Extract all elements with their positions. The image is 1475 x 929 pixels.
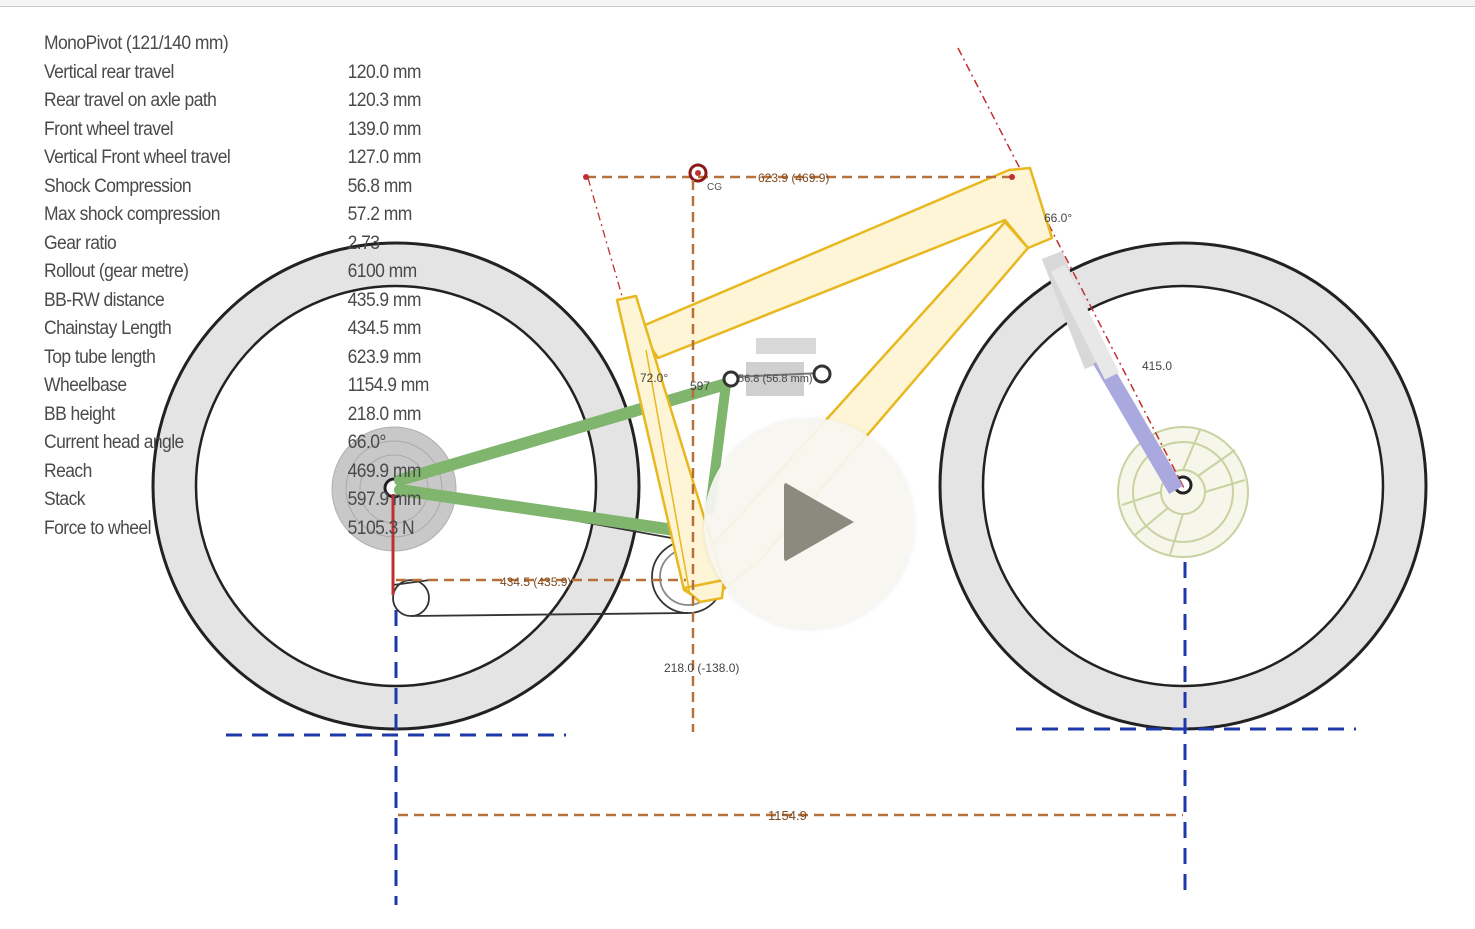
spec-label: Current head angle <box>44 432 184 453</box>
spec-value: 435.9 mm <box>347 289 422 311</box>
spec-row: Wheelbase 1154.9 mm <box>44 372 430 401</box>
spec-value: 139.0 mm <box>347 118 422 140</box>
steering-axis <box>957 47 1185 489</box>
spec-label: Rollout (gear metre) <box>44 261 189 282</box>
spec-label: Wheelbase <box>44 375 127 396</box>
spec-title: MonoPivot (121/140 mm) <box>44 33 229 54</box>
spec-row: Top tube length 623.9 mm <box>44 344 430 373</box>
cg-marker: CG <box>688 163 722 193</box>
spec-value: 6100 mm <box>347 261 418 282</box>
spec-row: BB-RW distance 435.9 mm <box>44 287 430 316</box>
spec-row: Front wheel travel 139.0 mm <box>44 116 430 145</box>
bb-height-label: 218.0 (-138.0) <box>664 661 739 675</box>
spec-label: Front wheel travel <box>44 118 174 140</box>
top-tube-dimension-label: 623.9 (469.9) <box>758 171 829 185</box>
play-button[interactable] <box>704 418 914 628</box>
spec-label: Vertical rear travel <box>44 61 174 83</box>
spec-value: 597.9 mm <box>347 489 422 510</box>
spec-value: 57.2 mm <box>347 204 413 225</box>
head-angle-label: 66.0° <box>1044 211 1072 225</box>
top-border <box>0 0 1475 7</box>
ground-axes <box>226 562 1356 905</box>
seat-angle-label: 72.0° <box>640 371 668 385</box>
spec-row: Stack 597.9 mm <box>44 486 430 515</box>
spec-label: Force to wheel <box>44 517 151 539</box>
spec-value: 1154.9 mm <box>347 375 430 396</box>
play-icon <box>784 482 854 562</box>
spec-label: Stack <box>44 489 86 510</box>
spec-row: Rear travel on axle path 120.3 mm <box>44 87 430 116</box>
spec-value: 5105.3 N <box>347 517 415 539</box>
svg-text:CG: CG <box>707 182 722 193</box>
spec-label: Vertical Front wheel travel <box>44 147 231 168</box>
spec-row: Reach 469.9 mm <box>44 458 430 487</box>
spec-value: 56.8 mm <box>347 175 413 197</box>
spec-label: Reach <box>44 460 92 482</box>
chainstay-dimension-label: 434.5 (435.9) <box>500 575 571 589</box>
spec-label: Top tube length <box>44 346 156 368</box>
derailleur-pulley <box>392 579 430 617</box>
spec-row: Vertical rear travel 120.0 mm <box>44 59 430 88</box>
spec-label: Chainstay Length <box>44 318 172 339</box>
spec-value: 120.0 mm <box>347 61 422 83</box>
fork-length-label: 415.0 <box>1142 359 1172 373</box>
spec-value: 66.0° <box>347 432 387 453</box>
spec-panel: MonoPivot (121/140 mm) Vertical rear tra… <box>44 30 430 543</box>
spec-row: Max shock compression 57.2 mm <box>44 201 430 230</box>
spec-row: BB height 218.0 mm <box>44 401 430 430</box>
spec-value: 469.9 mm <box>347 460 422 482</box>
rear-shock <box>722 338 832 396</box>
stack-partial-label: 597 <box>690 379 710 393</box>
spec-label: Shock Compression <box>44 175 192 197</box>
spec-value: 218.0 mm <box>347 403 422 425</box>
spec-row: Gear ratio 2.73 <box>44 230 430 259</box>
spec-label: Max shock compression <box>44 204 220 225</box>
spec-value: 120.3 mm <box>347 90 422 111</box>
spec-label: Gear ratio <box>44 232 117 254</box>
shock-length-label: 56.8 (56.8 mm) <box>738 373 813 385</box>
fork <box>1041 250 1183 495</box>
spec-label: BB-RW distance <box>44 289 165 311</box>
spec-row: Force to wheel 5105.3 N <box>44 515 430 544</box>
spec-row: Current head angle 66.0° <box>44 429 430 458</box>
spec-row: Shock Compression 56.8 mm <box>44 173 430 202</box>
spec-label: Rear travel on axle path <box>44 90 217 111</box>
spec-value: 127.0 mm <box>347 147 422 168</box>
wheelbase-dimension-label: 1154.9 <box>768 808 807 823</box>
spec-row: Rollout (gear metre) 6100 mm <box>44 258 430 287</box>
spec-row: Vertical Front wheel travel 127.0 mm <box>44 144 430 173</box>
spec-row: Chainstay Length 434.5 mm <box>44 315 430 344</box>
spec-label: BB height <box>44 403 115 425</box>
spec-value: 434.5 mm <box>347 318 422 339</box>
spec-value: 2.73 <box>347 232 380 254</box>
spec-value: 623.9 mm <box>347 346 422 368</box>
